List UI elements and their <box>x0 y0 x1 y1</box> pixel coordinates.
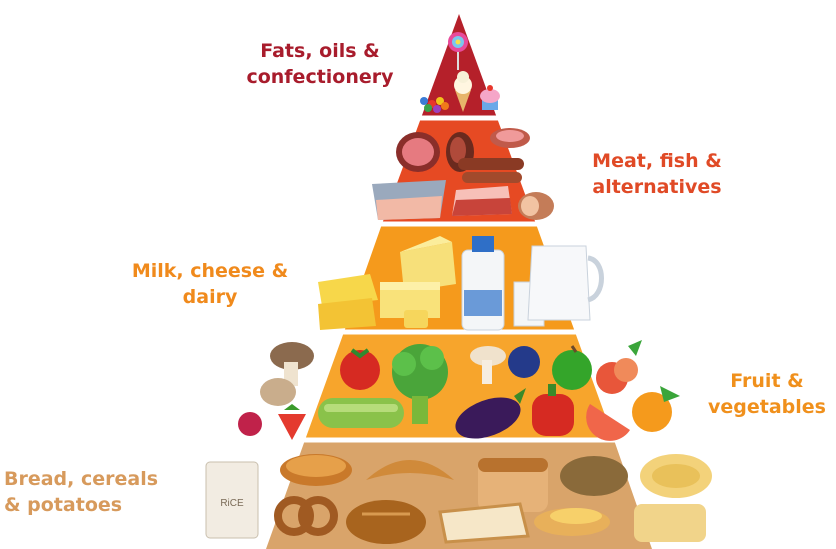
raw-meat-icon <box>452 186 512 216</box>
tier-separators <box>302 115 617 443</box>
tier-fruit-foods <box>238 340 680 441</box>
lollipop-icon <box>448 32 468 70</box>
label-meat-line1: Meat, fish & <box>592 150 722 172</box>
rice-bag-label: RiCE <box>220 498 244 509</box>
cupcake-icon <box>480 85 500 110</box>
label-bread-line2: & potatoes <box>4 494 123 516</box>
bread-loaf-icon <box>478 458 548 512</box>
raspberry-icon <box>238 412 262 436</box>
label-fats: Fats, oils & confectionery <box>230 38 410 90</box>
tomato-icon <box>340 348 380 390</box>
label-fruit-line1: Fruit & <box>730 370 804 392</box>
croissant-icon <box>366 460 454 480</box>
ice-cream-icon <box>454 71 472 112</box>
strawberry-icon <box>278 404 306 440</box>
ham-icon <box>396 132 440 172</box>
pretzel-icon <box>274 496 338 536</box>
label-dairy: Milk, cheese & dairy <box>120 258 300 310</box>
milk-jug-icon <box>527 245 604 321</box>
tier-bread-foods: RiCE <box>205 454 712 544</box>
label-fats-line2: confectionery <box>246 66 394 88</box>
blueberry-icon <box>508 346 540 378</box>
label-fats-line1: Fats, oils & <box>260 40 380 62</box>
broccoli-icon <box>392 344 448 424</box>
meat-roll-icon <box>518 192 554 220</box>
label-dairy-line2: dairy <box>182 286 238 308</box>
waffle-icon <box>280 454 352 486</box>
green-apple-icon <box>552 345 592 390</box>
fish-fillet-icon <box>372 180 446 220</box>
rice-bag-icon: RiCE <box>205 461 259 539</box>
label-fruit-line2: vegetables <box>708 396 826 418</box>
tier-fats-foods <box>420 32 500 113</box>
penne-icon <box>634 504 706 542</box>
bruschetta-icon <box>534 508 610 536</box>
potato-icon <box>560 456 628 496</box>
grapefruit-icon <box>586 404 630 441</box>
tier-meat-foods <box>372 128 554 220</box>
label-bread-line1: Bread, cereals <box>4 468 159 490</box>
sliced-meat-icon <box>490 128 530 148</box>
label-meat: Meat, fish & alternatives <box>572 148 742 200</box>
toast-icon <box>438 502 530 544</box>
label-bread: Bread, cereals & potatoes <box>4 466 164 518</box>
cheese-blocks-icon <box>318 274 378 330</box>
tier-dairy-foods <box>318 236 604 331</box>
peaches-icon <box>596 340 642 394</box>
milk-bottle-icon <box>461 236 505 331</box>
label-meat-line2: alternatives <box>592 176 722 198</box>
swiss-cheese-icon <box>400 236 456 292</box>
eggplant-icon <box>455 388 526 439</box>
label-dairy-line1: Milk, cheese & <box>131 260 289 282</box>
red-pepper-icon <box>532 384 574 436</box>
label-fruit: Fruit & vegetables <box>700 368 834 420</box>
sausages-icon <box>458 158 524 183</box>
mushroom-icon <box>470 346 506 384</box>
pasta-nest-icon <box>640 454 712 498</box>
mushrooms-icon <box>260 342 314 406</box>
cucumber-icon <box>318 398 404 428</box>
sweets-icon <box>420 97 449 113</box>
bread-roll-icon <box>346 500 426 544</box>
butter-pieces-icon <box>404 310 428 328</box>
orange-icon <box>632 386 680 432</box>
